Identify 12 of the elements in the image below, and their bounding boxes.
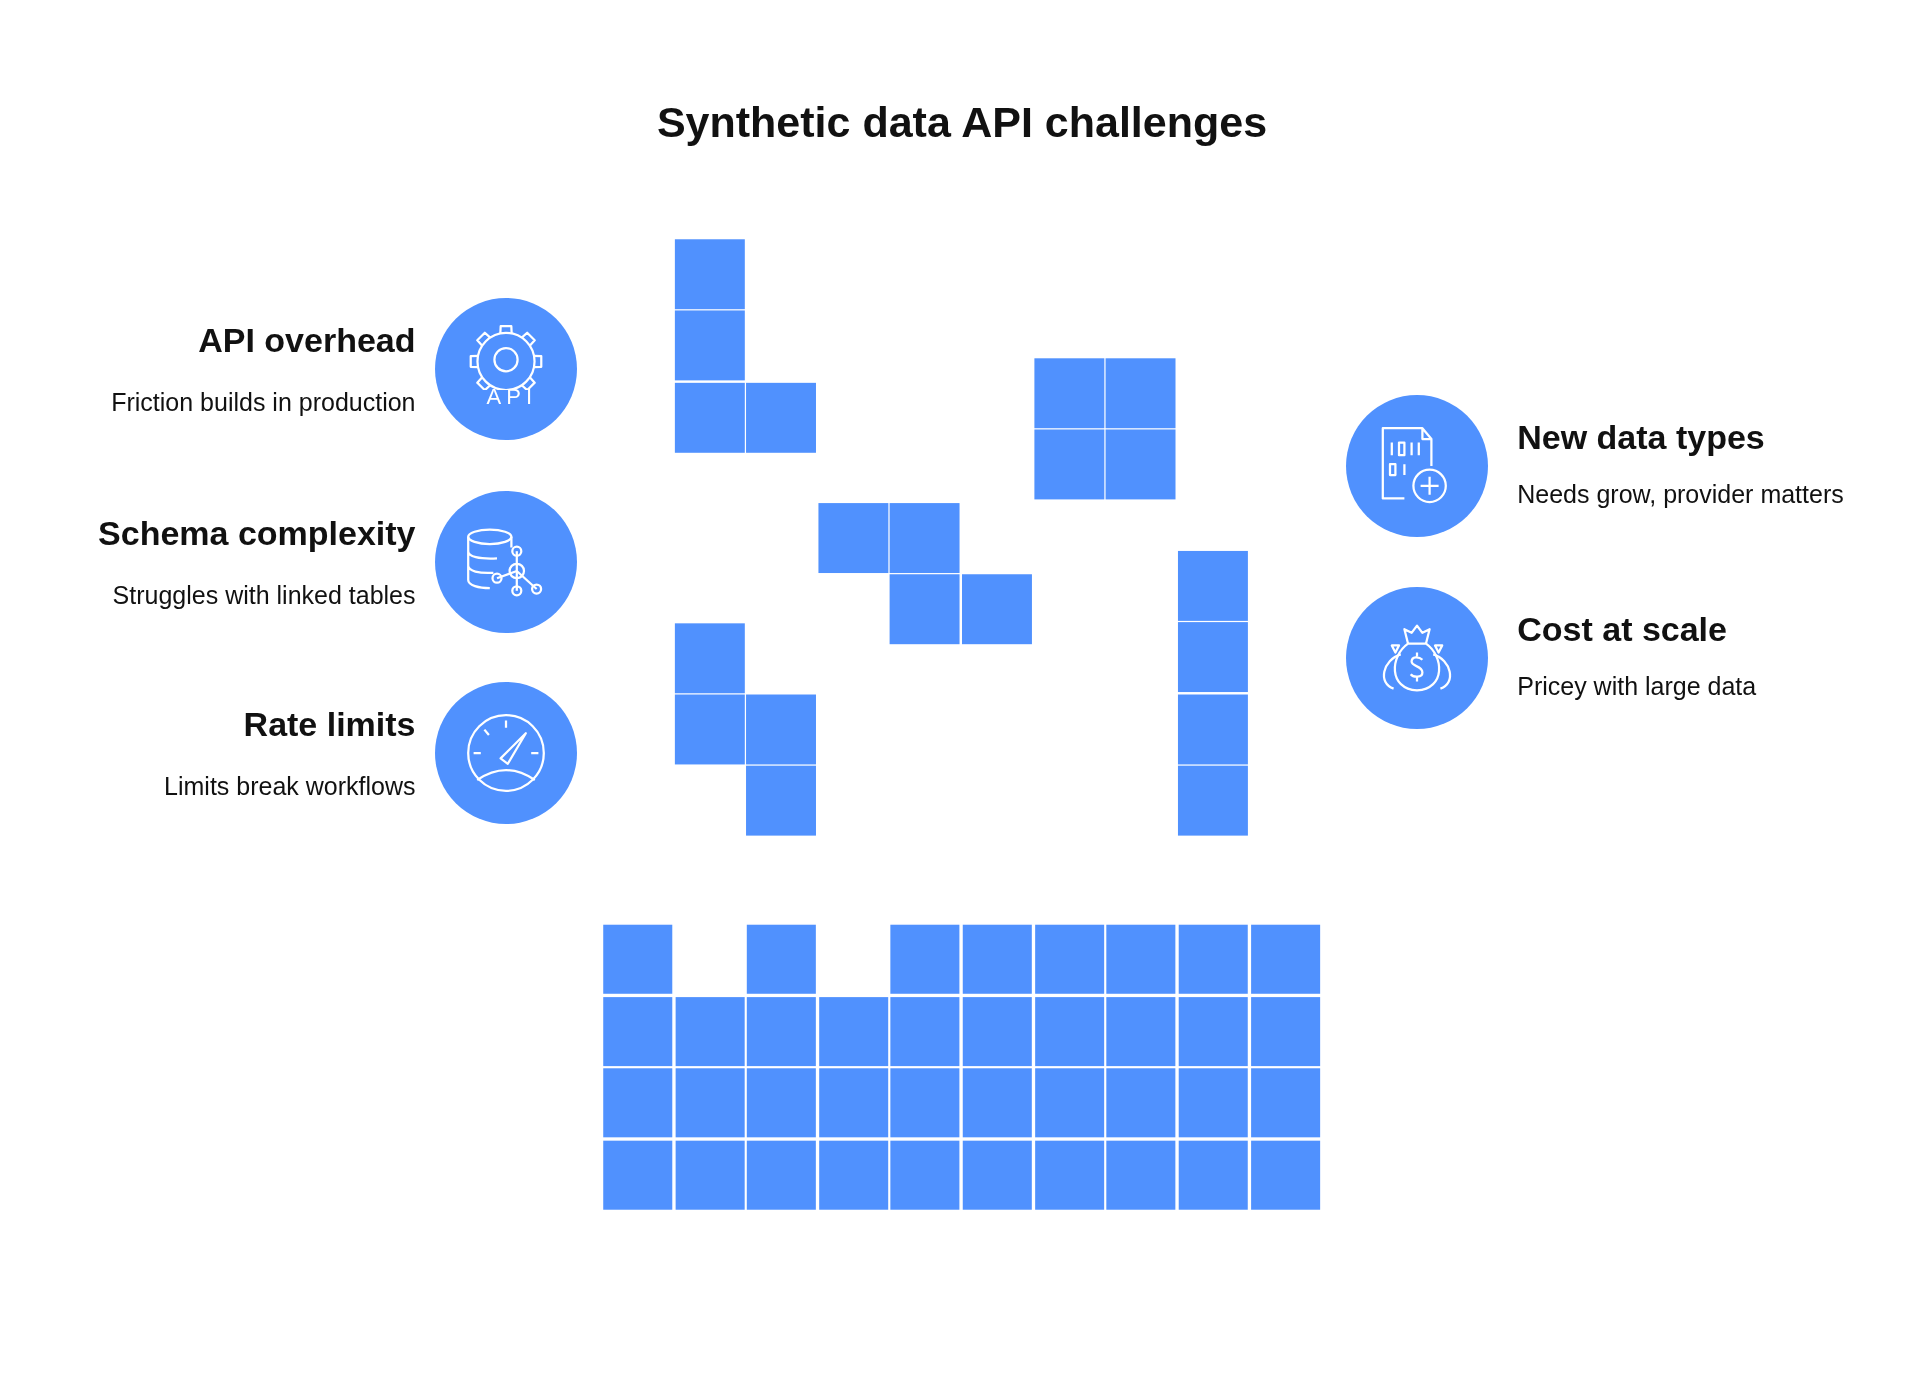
item-heading: Schema complexity [98,514,416,553]
item-heading: New data types [1517,418,1765,458]
item-description: Limits break workflows [164,772,416,802]
item-description: Friction builds in production [111,388,416,418]
item-heading: API overhead [198,321,416,361]
item-heading: Cost at scale [1517,609,1727,649]
icon-label: API [486,386,537,409]
title: Synthetic data API challenges [655,98,1269,147]
item-description: Pricey with large data [1517,671,1757,701]
item-heading: Rate limits [243,705,416,745]
item-description: Needs grow, provider matters [1517,480,1844,510]
item-description: Struggles with linked tables [112,581,416,610]
